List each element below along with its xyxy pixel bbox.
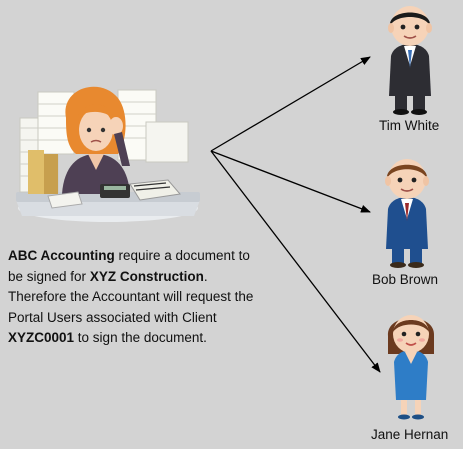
client-company-name: XYZ Construction (89, 268, 204, 284)
description-part-3: to sign the document. (74, 330, 207, 345)
person-name-jane: Jane Hernan (371, 427, 449, 442)
client-code: XYZC0001 (8, 330, 75, 345)
description-part-1: require a document to be signed for (8, 248, 250, 284)
person-name-tim: Tim White (379, 118, 440, 133)
person-name-bob: Bob Brown (372, 272, 439, 287)
arrow-to-tim (210, 56, 371, 152)
person-jane-hernan-avatar (387, 315, 435, 420)
accountant-illustration (16, 86, 200, 222)
person-tim-white-avatar (388, 6, 432, 115)
person-bob-brown-avatar (385, 159, 429, 268)
company-name: ABC Accounting (8, 248, 115, 263)
description-part-2: . Therefore the Accountant will request … (8, 268, 254, 325)
description-text: ABC Accounting require a document to be … (8, 246, 258, 349)
arrow-to-bob (210, 150, 371, 213)
arrow-to-jane (210, 150, 381, 373)
